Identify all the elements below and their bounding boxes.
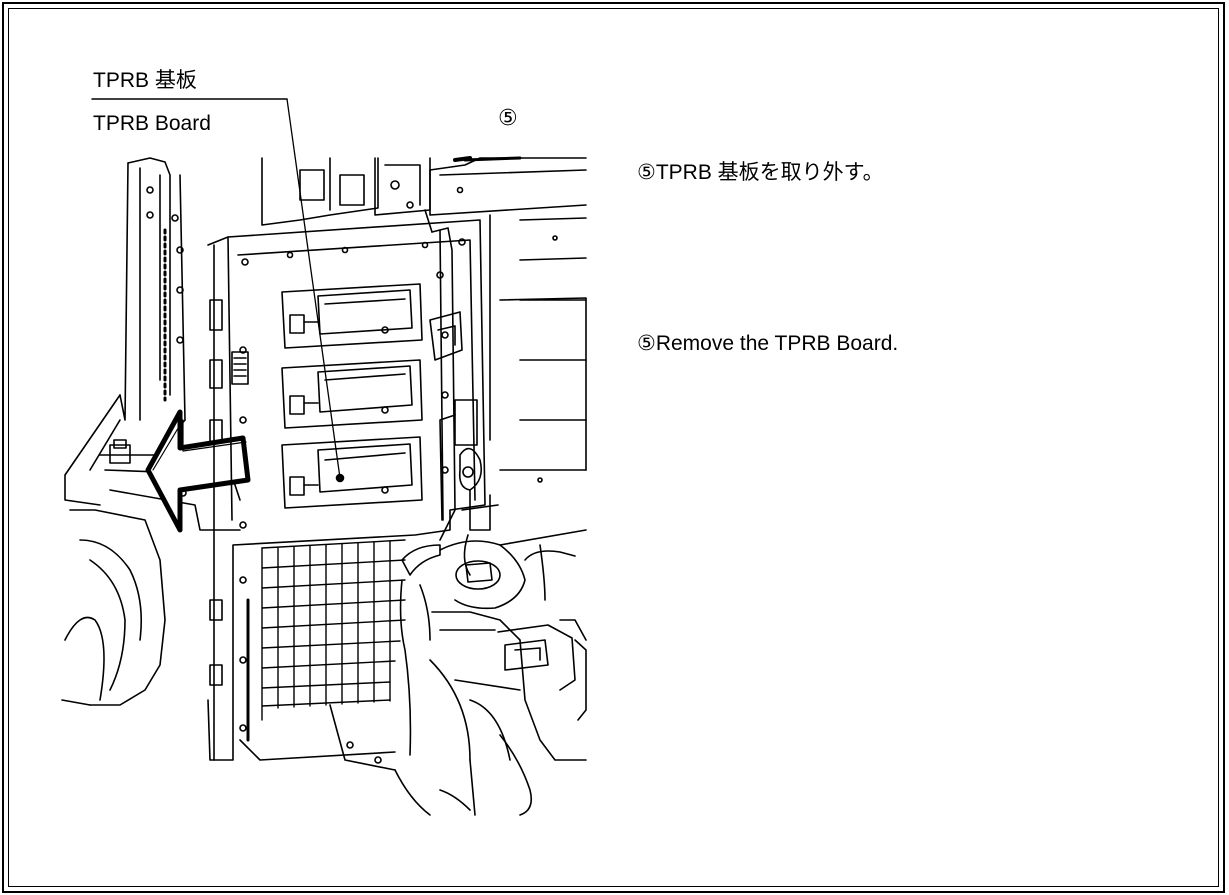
board-cage: [207, 219, 486, 771]
removal-direction-arrow: [145, 409, 251, 533]
caster-base: [394, 529, 587, 816]
board-label-japanese: TPRB 基板: [93, 69, 197, 92]
page-border-inner: [8, 8, 1219, 887]
instruction-english: ⑤Remove the TPRB Board.: [637, 332, 899, 355]
board-label-english: TPRB Board: [93, 112, 211, 135]
instruction-japanese: ⑤TPRB 基板を取り外す。: [637, 161, 884, 184]
step-marker-figure: ⑤: [498, 105, 518, 130]
leader-line: [286, 98, 341, 479]
right-bracket: [424, 209, 499, 576]
rear-chassis: [261, 156, 587, 483]
